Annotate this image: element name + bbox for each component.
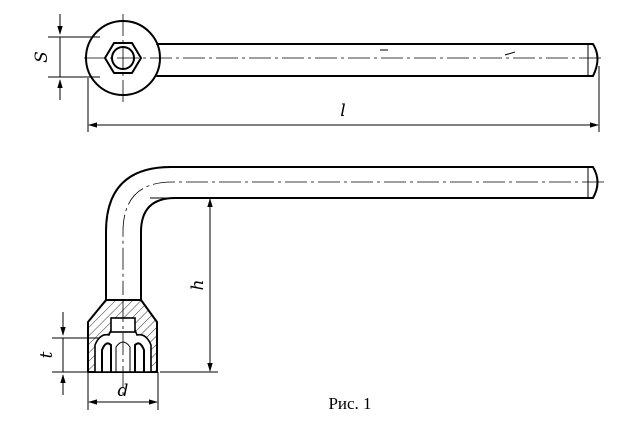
dimension-h: h [150,197,218,373]
dimension-label-d: d [118,381,129,401]
dimension-s: S [32,14,100,100]
handle-rod-top [156,43,599,77]
dimension-label-l: l [340,101,345,121]
dimension-d: d [87,372,159,410]
dimension-l: l [87,66,600,132]
dimension-label-h: h [188,280,208,291]
dimension-label-t: t [37,351,57,358]
handle-rod-side [105,166,599,301]
figure-caption: Рис. 1 [328,394,371,413]
top-view: S l [32,14,605,132]
side-view: h t d [37,166,604,410]
dimension-label-s: S [32,51,52,63]
dimension-t: t [37,312,100,395]
